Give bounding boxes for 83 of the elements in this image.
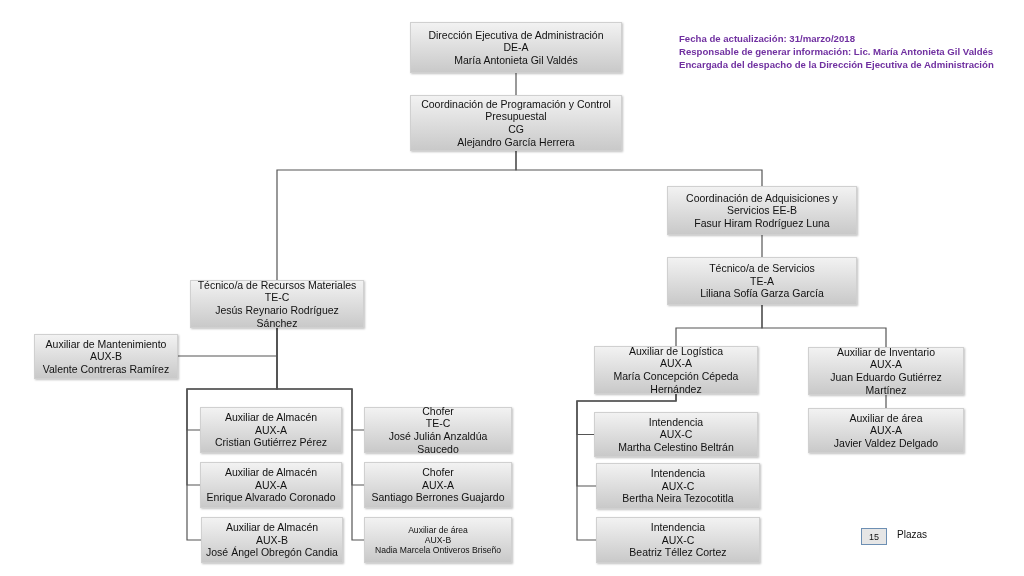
connector-line	[885, 394, 887, 409]
position-box	[34, 334, 178, 379]
person-name: Juan Eduardo Gutiérrez Martínez	[829, 371, 943, 397]
person-name: Enrique Alvarado Coronado	[206, 491, 336, 504]
position-box	[667, 186, 857, 235]
position-box	[410, 22, 622, 73]
position-box	[200, 407, 342, 453]
position-title: Técnico/a de Recursos Materiales	[197, 278, 357, 292]
person-name: María Concepción Cépeda Hernández	[612, 370, 740, 396]
position-box	[596, 463, 760, 509]
update-note: Encargada del despacho de la Dirección Ejecutiva de Administración	[679, 58, 994, 71]
position-code: AUX-A	[254, 478, 288, 492]
position-code: AUX-B	[424, 534, 452, 546]
person-name: José Julián Anzaldúa Saucedo	[387, 430, 489, 456]
connector-line	[515, 150, 763, 187]
person-name: Beatriz Téllez Cortez	[629, 546, 727, 559]
connector-line	[761, 304, 887, 348]
position-title: Dirección Ejecutiva de Administración	[428, 28, 604, 42]
position-box	[410, 95, 622, 151]
position-box	[364, 462, 512, 508]
position-title: Coordinación de Adquisiciones y Servicios EE-B	[685, 191, 839, 217]
person-name: Martha Celestino Beltrán	[618, 440, 734, 454]
update-note: Responsable de generar información: Lic. María Antonieta Gil Valdés	[679, 45, 994, 58]
person-name: Valente Contreras Ramírez	[42, 362, 170, 376]
person-name: Nadia Marcela Ontiveros Briseño	[374, 545, 502, 556]
position-code: TE-A	[750, 274, 774, 288]
person-name: Santiago Berrones Guajardo	[371, 491, 505, 504]
position-code: AUX-C	[659, 428, 693, 441]
position-title: Coordinación de Programación y Control Presupuestal	[420, 97, 612, 123]
position-box	[596, 517, 760, 563]
position-code: TE-C	[264, 291, 290, 304]
person-name: Javier Valdez Delgado	[833, 436, 939, 450]
person-name: Alejandro García Herrera	[457, 135, 575, 149]
position-code: AUX-B	[89, 350, 123, 363]
person-name: Jesús Reynario Rodríguez Sánchez	[214, 304, 340, 330]
position-code: AUX-A	[869, 424, 903, 437]
connector-line	[276, 327, 365, 541]
position-title: Auxiliar de Almacén	[224, 466, 318, 479]
position-box	[200, 462, 342, 508]
count-box: 15	[861, 528, 887, 545]
person-name: Bertha Neira Tezocotitla	[622, 492, 734, 505]
position-title: Chofer	[422, 466, 454, 479]
position-code: AUX-A	[869, 358, 903, 371]
position-box	[594, 346, 758, 394]
position-code: TE-C	[425, 417, 451, 430]
position-box	[201, 517, 343, 563]
position-code: AUX-C	[661, 479, 695, 493]
position-title: Auxiliar de área	[408, 524, 468, 535]
position-title: Intendencia	[648, 415, 704, 429]
position-code: DE-A	[503, 41, 529, 54]
position-title: Chofer	[422, 404, 454, 418]
position-title: Intendencia	[650, 467, 706, 480]
position-box	[808, 347, 964, 395]
position-code: AUX-B	[255, 533, 289, 546]
position-title: Auxiliar de Almacén	[225, 521, 319, 534]
position-code: CG	[508, 123, 524, 136]
position-title: Auxiliar de Logística	[629, 344, 723, 358]
position-code: AUX-A	[659, 357, 693, 370]
count-caption: Plazas	[897, 529, 927, 540]
connector-line	[576, 393, 677, 541]
position-box	[594, 412, 758, 457]
position-title: Intendencia	[650, 521, 706, 534]
person-name: Liliana Sofía Garza García	[700, 287, 824, 300]
position-box	[364, 407, 512, 453]
position-code: AUX-A	[254, 423, 288, 437]
update-note: Fecha de actualización: 31/marzo/2018	[679, 32, 856, 45]
position-title: Auxiliar de área	[849, 411, 923, 425]
connector-line	[515, 72, 517, 96]
position-box	[190, 280, 364, 328]
position-code: AUX-A	[421, 478, 455, 492]
position-code: AUX-C	[661, 533, 695, 547]
position-box	[364, 517, 512, 563]
connector-line	[761, 234, 763, 258]
position-title: Auxiliar de Inventario	[836, 345, 936, 359]
person-name: Fasur Hiram Rodríguez Luna	[694, 216, 830, 230]
person-name: José Ángel Obregón Candia	[206, 546, 338, 559]
position-box	[667, 257, 857, 305]
position-box	[808, 408, 964, 453]
position-title: Auxiliar de Almacén	[224, 411, 318, 424]
person-name: María Antonieta Gil Valdés	[454, 53, 578, 67]
position-title: Técnico/a de Servicios	[709, 262, 815, 275]
position-title: Auxiliar de Mantenimiento	[45, 337, 167, 351]
person-name: Cristian Gutiérrez Pérez	[214, 436, 327, 449]
